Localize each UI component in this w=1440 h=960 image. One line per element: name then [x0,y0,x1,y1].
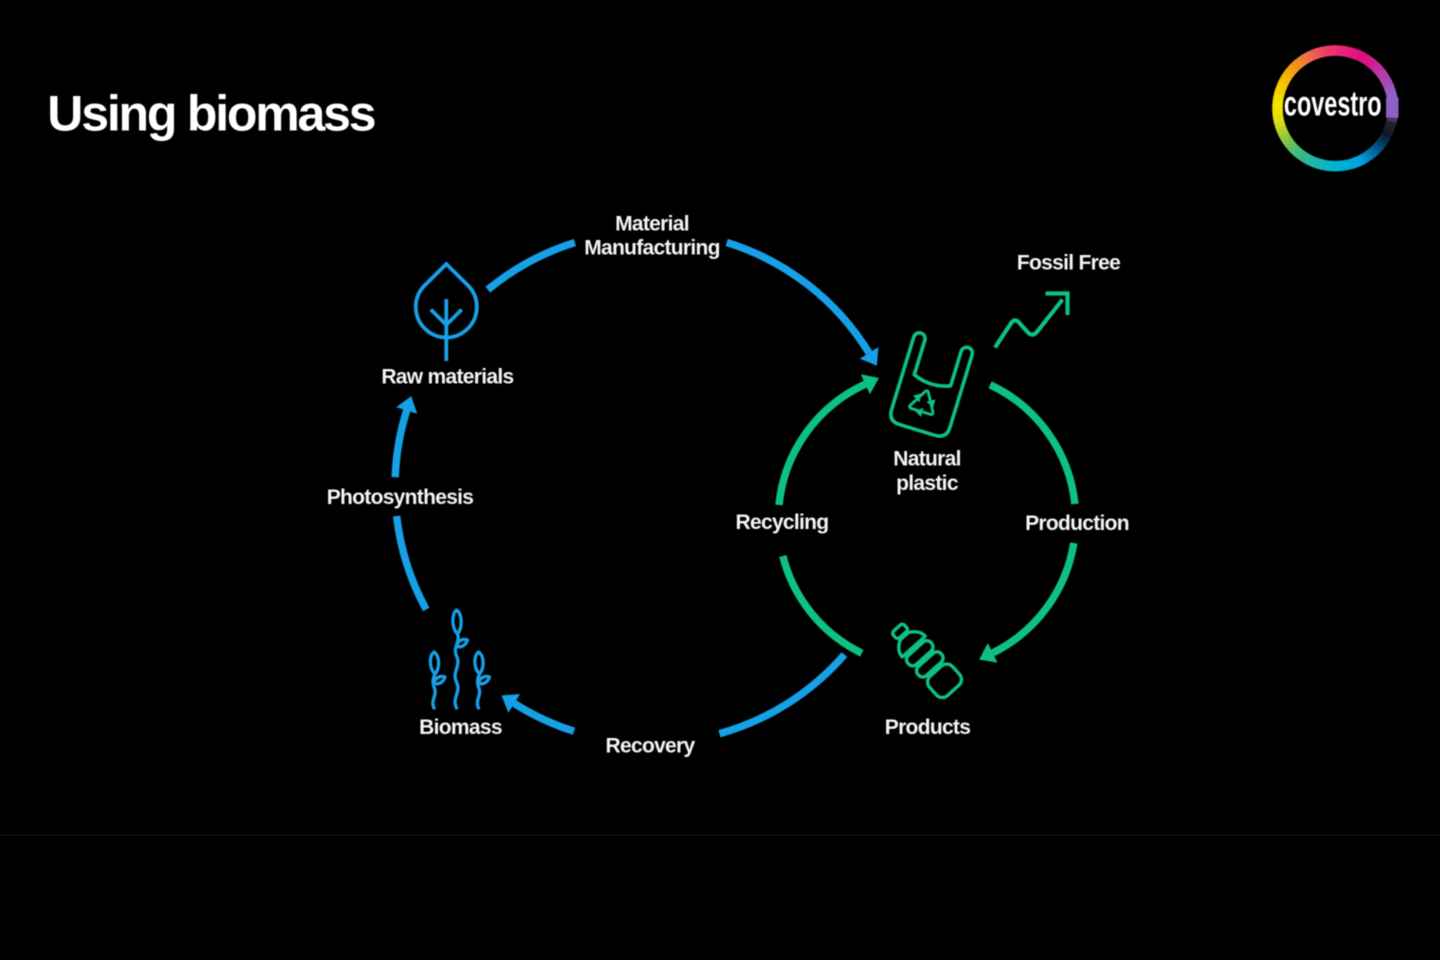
svg-text:covestro: covestro [1284,85,1382,124]
svg-text:Material: Material [615,213,689,236]
svg-text:Natural: Natural [893,448,960,471]
svg-text:Recycling: Recycling [736,511,829,534]
svg-text:Production: Production [1025,512,1129,535]
svg-text:Recovery: Recovery [606,735,696,758]
svg-text:Products: Products [885,716,970,739]
svg-text:Manufacturing: Manufacturing [584,237,720,260]
svg-text:Using biomass: Using biomass [47,85,374,141]
svg-text:Biomass: Biomass [419,716,502,739]
svg-text:Photosynthesis: Photosynthesis [327,486,474,509]
svg-text:Raw materials: Raw materials [381,365,513,388]
svg-text:plastic: plastic [896,472,959,495]
svg-text:Fossil Free: Fossil Free [1017,252,1120,275]
